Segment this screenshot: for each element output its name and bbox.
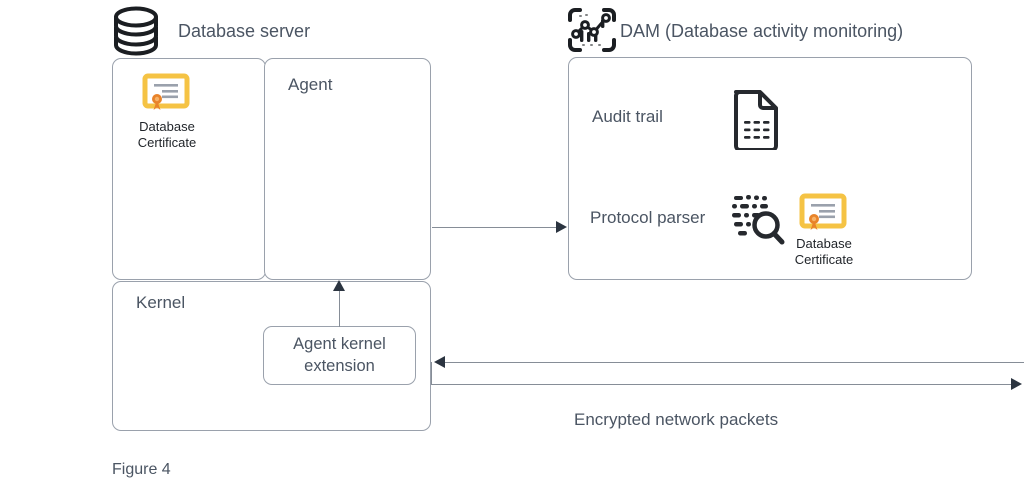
protocol-parser-label: Protocol parser <box>590 208 706 227</box>
database-cylinder-icon <box>108 6 164 56</box>
certificate-icon <box>142 72 190 116</box>
database-certificate-caption: Database Certificate <box>794 236 854 268</box>
analytics-monitoring-icon <box>566 6 618 54</box>
agent-to-dam-line <box>432 227 557 229</box>
agent-panel <box>264 58 431 280</box>
kernel-label: Kernel <box>136 293 186 312</box>
agent-label: Agent <box>288 75 333 94</box>
outbound-packets-line <box>431 384 1013 386</box>
document-lines-icon <box>730 88 782 152</box>
dam-title: DAM (Database activity monitoring) <box>620 21 904 41</box>
agent-to-dam-arrowhead <box>556 221 567 233</box>
extension-to-agent-arrowhead <box>333 280 345 291</box>
database-certificate-caption: Database Certificate <box>137 119 197 151</box>
database-server-title: Database server <box>178 21 311 41</box>
outbound-packets-arrowhead <box>1011 378 1022 390</box>
dam-panel <box>568 57 972 280</box>
inbound-packets-arrowhead <box>434 356 445 368</box>
agent-kernel-extension-label: Agent kernel extension <box>293 335 386 375</box>
audit-trail-label: Audit trail <box>592 107 663 126</box>
certificate-icon <box>799 192 847 236</box>
figure-caption: Figure 4 <box>112 461 171 478</box>
extension-to-agent-line <box>339 290 341 327</box>
encrypted-network-packets-label: Encrypted network packets <box>574 410 779 429</box>
data-magnifier-icon <box>730 192 788 248</box>
outbound-packets-elbow <box>431 362 433 385</box>
inbound-packets-line <box>445 362 1024 364</box>
agent-kernel-extension-box: Agent kernel extension <box>263 326 416 385</box>
